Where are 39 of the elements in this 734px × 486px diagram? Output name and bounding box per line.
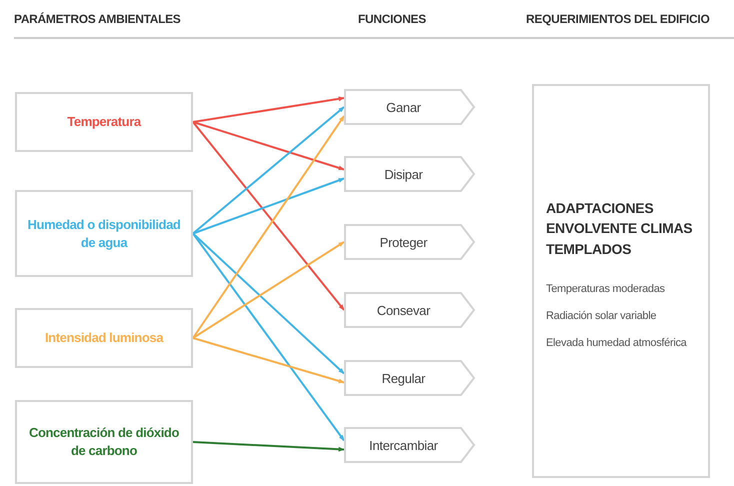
parameter-box (15, 400, 193, 484)
function-label: Ganar (386, 100, 421, 114)
function-label: Regular (382, 370, 426, 386)
requirement-item: Elevada humedad atmosférica (546, 336, 688, 349)
connector-arrow (192, 121, 345, 311)
function-tag (344, 89, 475, 125)
connector-arrow (192, 232, 345, 374)
panel-heading: ADAPTACIONES ENVOLVENTE CLIMAS TEMPLADOS (546, 199, 694, 259)
requirement-item: Temperaturas moderadas (546, 282, 666, 295)
parameter-label: Concentración de dióxido de carbono (28, 424, 180, 460)
connector-arrow (192, 241, 345, 339)
column-header: PARÁMETROS AMBIENTALES (14, 12, 181, 26)
function-tag (344, 427, 475, 463)
column-header: REQUERIMIENTOS DEL EDIFICIO (526, 12, 710, 26)
function-tag (344, 360, 475, 396)
connector-arrow (192, 106, 345, 234)
connector-arrow (192, 121, 345, 170)
function-label: Disipar (384, 166, 423, 182)
function-label: Proteger (380, 234, 428, 250)
parameter-box (15, 190, 193, 277)
function-tag (344, 292, 475, 328)
function-tag (344, 156, 475, 192)
connector-arrow (192, 232, 345, 442)
connector-arrow (192, 96, 345, 123)
parameter-label: Temperatura (67, 113, 141, 131)
parameter-box (15, 308, 193, 368)
function-label: Intercambiar (369, 438, 438, 452)
requirement-item: Radiación solar variable (546, 310, 658, 322)
requirements-panel (532, 84, 710, 478)
column-header: FUNCIONES (358, 12, 426, 26)
function-tag (344, 224, 475, 260)
parameter-label: Humedad o disponibilidad de agua (27, 216, 181, 252)
connector-arrow (192, 441, 345, 452)
connector-arrow (192, 115, 345, 339)
function-label: Consevar (376, 302, 430, 318)
connector-arrow (192, 178, 345, 234)
connector-arrow (192, 337, 345, 384)
parameter-label: Intensidad luminosa (44, 329, 164, 347)
parameter-box (15, 92, 193, 152)
